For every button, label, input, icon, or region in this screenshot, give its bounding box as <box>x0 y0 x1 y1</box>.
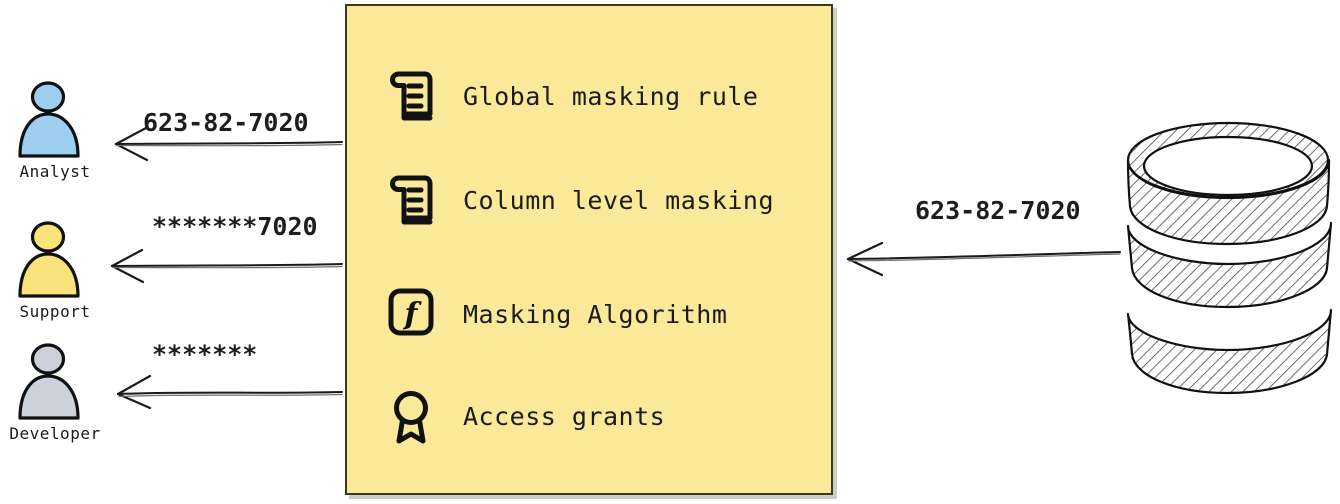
policy-item-label: Masking Algorithm <box>463 299 728 329</box>
person-icon <box>18 343 80 420</box>
actor-label: Analyst <box>19 162 91 181</box>
policy-item-global-masking-rule[interactable]: Global masking rule <box>385 64 758 128</box>
flow-label-database: 623-82-7020 <box>915 196 1081 225</box>
scroll-icon <box>390 71 433 121</box>
policy-item-list: Global masking rule Column level masking <box>347 6 831 493</box>
policy-card: Global masking rule Column level masking <box>345 4 833 495</box>
policy-item-label: Access grants <box>463 401 666 431</box>
actor-developer[interactable]: Developer <box>0 340 110 443</box>
person-icon <box>18 81 80 158</box>
award-ribbon-icon <box>394 391 428 444</box>
policy-item-label: Column level masking <box>463 185 775 215</box>
database-svg <box>1126 121 1333 395</box>
person-icon <box>18 221 80 298</box>
policy-item-column-level-masking[interactable]: Column level masking <box>385 168 774 232</box>
database-cylinder-icon[interactable] <box>1120 118 1340 403</box>
function-f-icon: f <box>388 288 434 336</box>
policy-item-access-grants[interactable]: Access grants <box>385 384 665 448</box>
svg-text:f: f <box>403 297 423 332</box>
actor-support[interactable]: Support <box>0 218 110 321</box>
policy-item-masking-algorithm[interactable]: f Masking Algorithm <box>385 282 727 346</box>
flow-label-analyst: 623-82-7020 <box>143 108 309 137</box>
policy-item-label: Global masking rule <box>463 81 759 111</box>
actor-label: Support <box>19 302 91 321</box>
scroll-icon <box>390 175 433 225</box>
flow-label-support: *******7020 <box>152 212 318 241</box>
flow-label-developer: ******* <box>152 340 258 369</box>
actor-label: Developer <box>9 424 101 443</box>
actor-analyst[interactable]: Analyst <box>0 78 110 181</box>
